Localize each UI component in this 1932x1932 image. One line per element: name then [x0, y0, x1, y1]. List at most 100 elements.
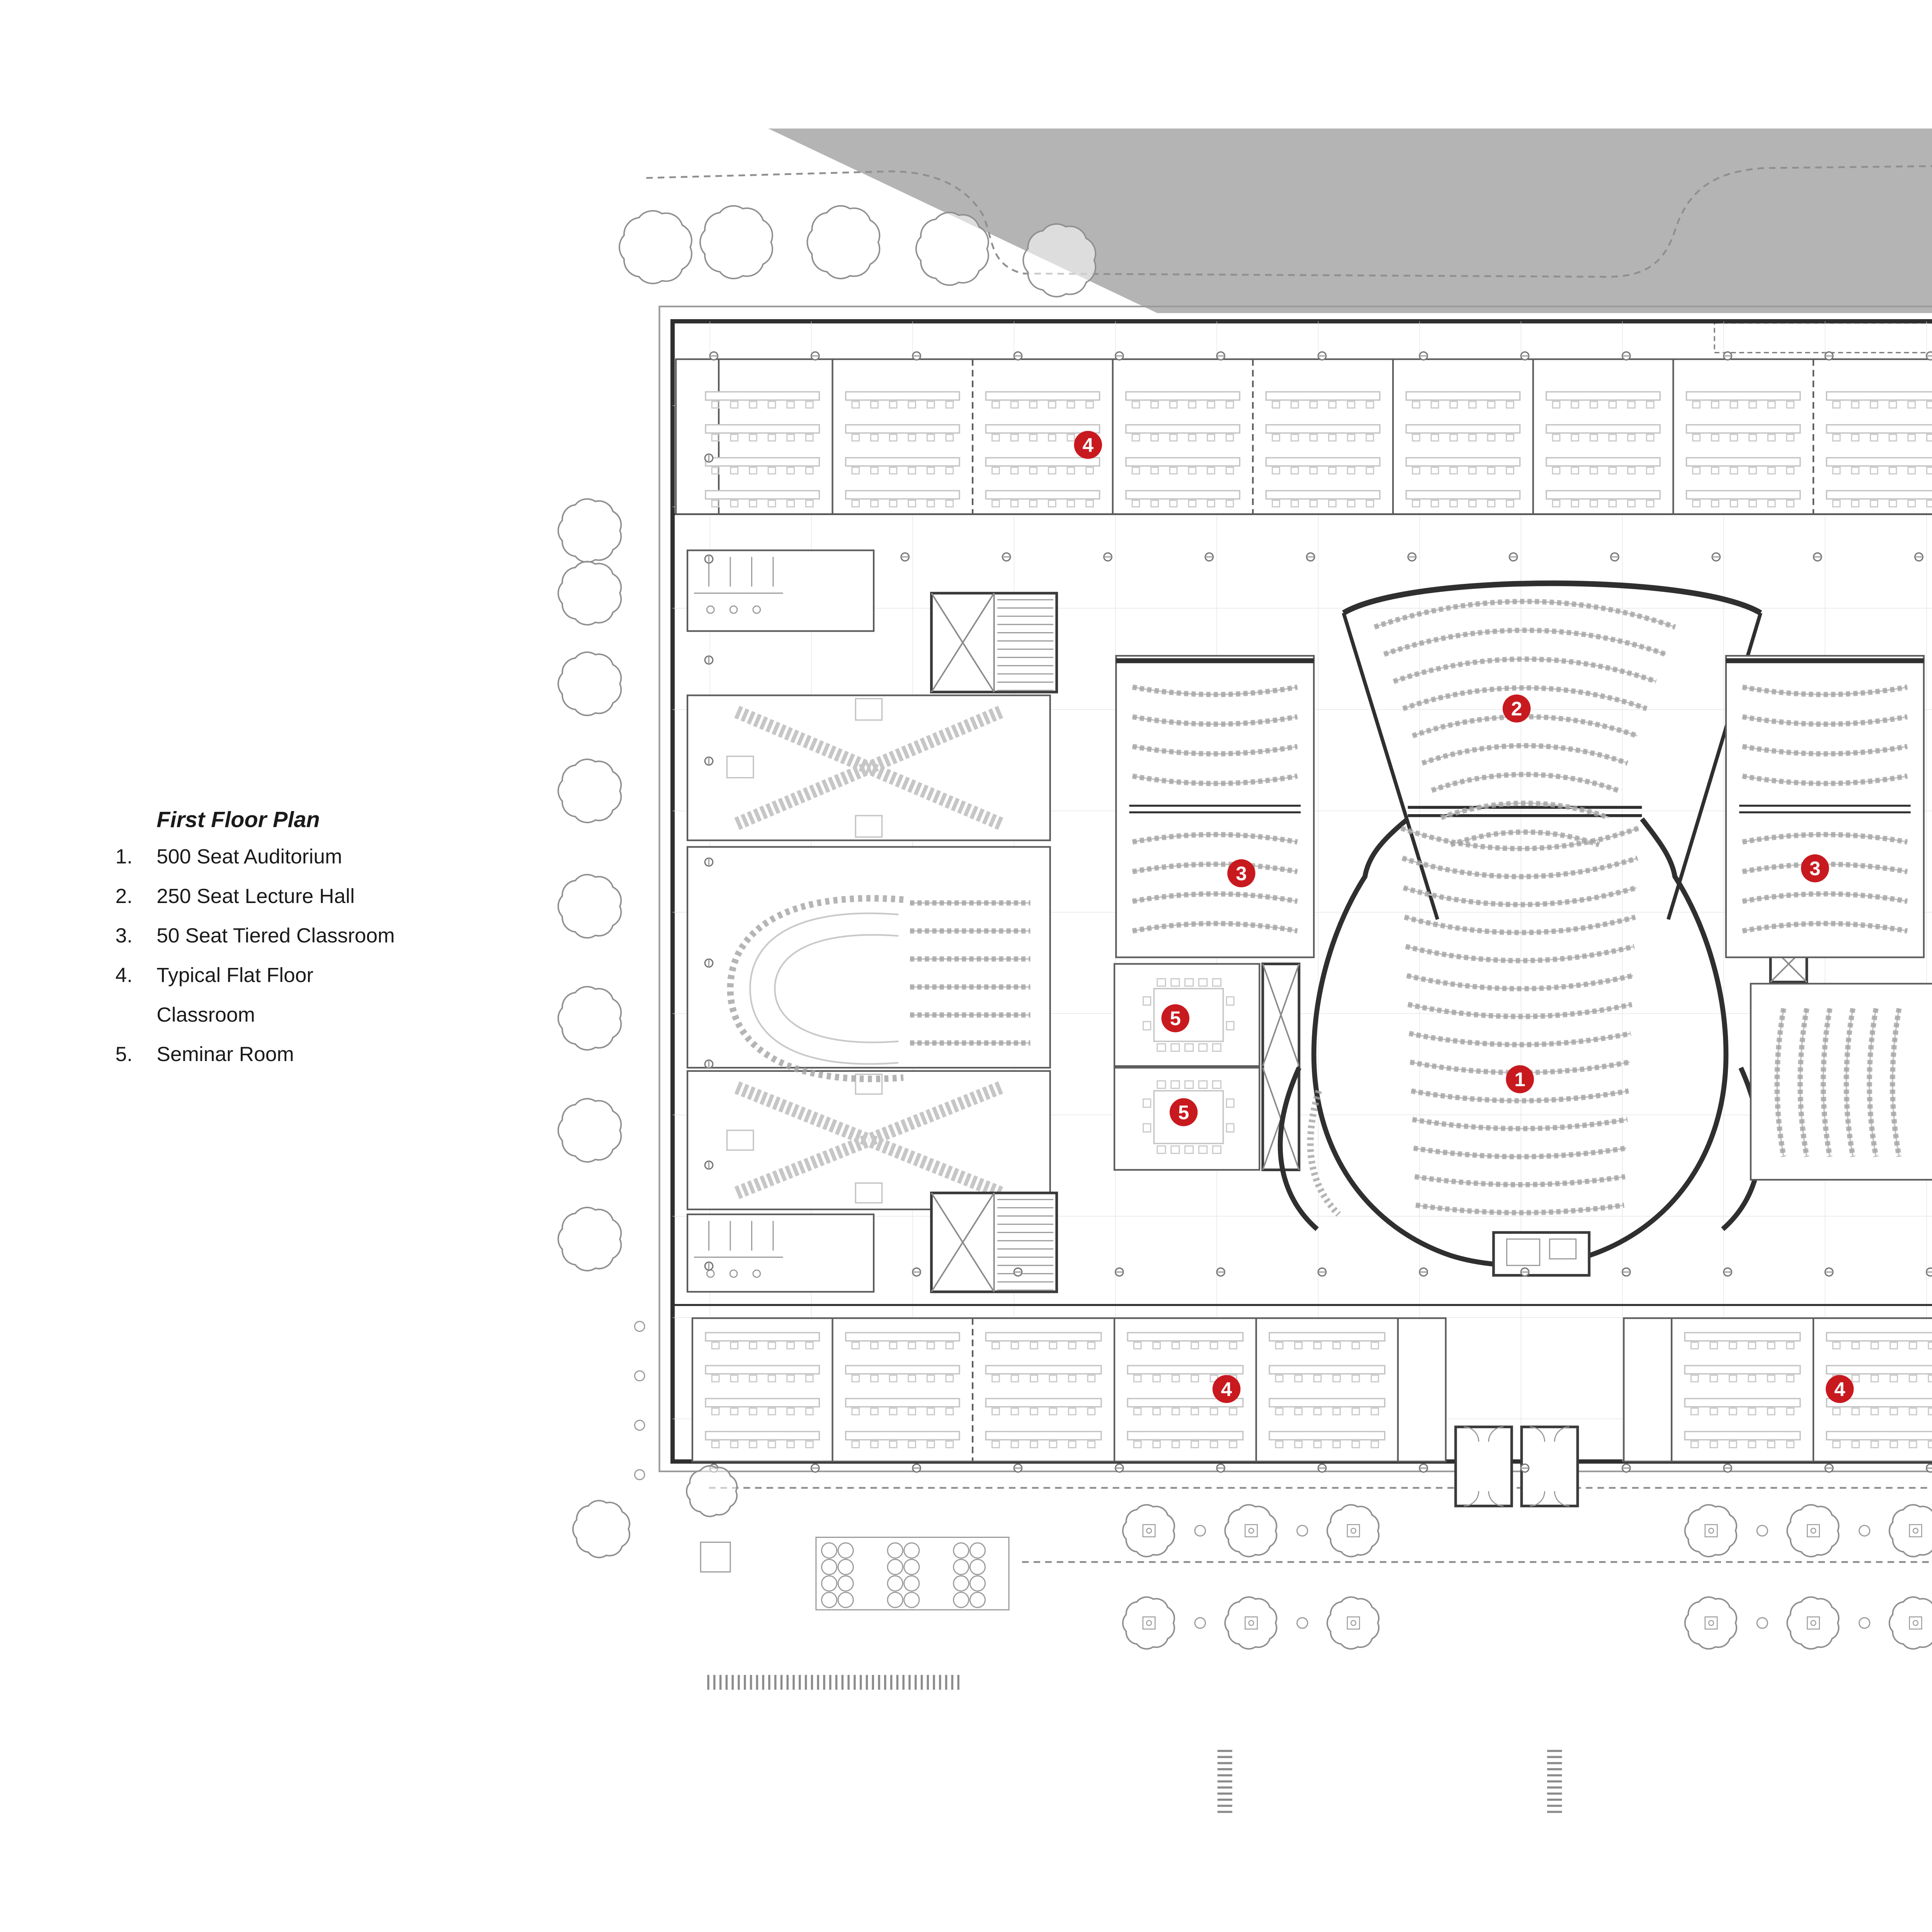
- chair: [1049, 1407, 1058, 1415]
- tree-icon: [1684, 1504, 1737, 1558]
- seat-row: [1774, 1008, 1786, 1157]
- chair: [1048, 466, 1056, 474]
- chair: [1131, 434, 1140, 442]
- chair: [1907, 401, 1916, 409]
- marker-number: 1: [1514, 1068, 1525, 1090]
- chair: [1889, 1440, 1898, 1449]
- chair: [889, 1342, 898, 1350]
- chair: [1133, 1440, 1142, 1449]
- chair: [1870, 466, 1878, 474]
- desk-table: [845, 424, 960, 434]
- chair: [730, 466, 739, 474]
- column-grid-bubbles: [704, 351, 1932, 1473]
- chair: [1870, 1440, 1879, 1449]
- desk-table: [1546, 457, 1661, 467]
- chair: [945, 466, 954, 474]
- chair: [748, 1407, 757, 1415]
- chair: [1150, 466, 1159, 474]
- seat-row: [1132, 684, 1298, 697]
- chair: [1506, 500, 1514, 508]
- chair: [1608, 434, 1617, 442]
- seat-row: [1431, 772, 1619, 793]
- chair: [1188, 466, 1197, 474]
- entry-door-swings-bottom: [1464, 1491, 1570, 1507]
- chair: [1851, 1374, 1860, 1383]
- chair: [1225, 401, 1234, 409]
- chair: [991, 1440, 1000, 1449]
- chair: [926, 1342, 935, 1350]
- legend-label-1: 500 Seat Auditorium: [156, 845, 342, 868]
- chair: [711, 1342, 720, 1350]
- chair: [786, 434, 795, 442]
- fixture: [752, 605, 761, 614]
- chair: [1275, 1374, 1284, 1383]
- chair: [1646, 500, 1655, 508]
- tree-icon: [558, 652, 621, 715]
- chair: [767, 401, 776, 409]
- chair: [1351, 1407, 1360, 1415]
- desk-table: [1826, 457, 1932, 467]
- chair: [908, 434, 917, 442]
- chair: [1275, 1342, 1284, 1350]
- seat-row: [1742, 714, 1908, 727]
- chair: [1487, 434, 1496, 442]
- chair: [1085, 466, 1094, 474]
- desk-table: [845, 1398, 960, 1408]
- chair: [1832, 434, 1841, 442]
- seat-row: [1400, 825, 1640, 851]
- cafe-table: [1756, 1525, 1768, 1537]
- chair: [908, 401, 917, 409]
- chair: [1085, 401, 1094, 409]
- chair: [1131, 466, 1140, 474]
- chair: [1728, 1342, 1737, 1350]
- seat-row: [1742, 743, 1908, 757]
- seat-row: [1393, 656, 1657, 684]
- seat-row: [1797, 1008, 1810, 1157]
- vestibule-left: [1454, 1425, 1513, 1507]
- shrub: [837, 1592, 854, 1608]
- demo-bench-right-classroom: [1739, 804, 1911, 813]
- chair: [1728, 1440, 1737, 1449]
- tree-icon: [1224, 1596, 1277, 1650]
- chair: [1589, 500, 1598, 508]
- chair: [1229, 1407, 1238, 1415]
- chair: [1690, 1440, 1699, 1449]
- chair: [1010, 500, 1019, 508]
- chair: [991, 500, 1000, 508]
- marker-number: 3: [1810, 857, 1820, 879]
- desk-table: [985, 1332, 1102, 1342]
- chair: [711, 466, 720, 474]
- chair: [1131, 401, 1140, 409]
- chair: [805, 1342, 814, 1350]
- chair: [851, 1374, 860, 1383]
- chair: [1552, 434, 1561, 442]
- chair: [1010, 1440, 1019, 1449]
- chair: [1085, 500, 1094, 508]
- seat-row: [1412, 1117, 1628, 1131]
- chair: [1169, 466, 1178, 474]
- seat-row: [1844, 1008, 1856, 1157]
- chair: [1275, 1440, 1284, 1449]
- chair: [851, 466, 860, 474]
- seat-row: [1132, 743, 1298, 757]
- seat-row: [1867, 1008, 1879, 1157]
- chair: [1207, 500, 1215, 508]
- chair: [889, 1374, 898, 1383]
- tree-icon: [1888, 1596, 1932, 1650]
- tree-icon: [1326, 1596, 1380, 1650]
- chair: [1066, 466, 1075, 474]
- desk-table: [705, 1431, 820, 1440]
- chair: [1571, 500, 1579, 508]
- cafe-table: [634, 1469, 645, 1480]
- chair: [1767, 1374, 1776, 1383]
- chair: [1748, 1342, 1757, 1350]
- room-marker: 4: [1825, 1375, 1854, 1403]
- chair: [1709, 1374, 1718, 1383]
- desk-table: [705, 391, 820, 401]
- chair: [991, 1407, 1000, 1415]
- chair: [1029, 1342, 1038, 1350]
- chair: [1430, 434, 1439, 442]
- chair: [1851, 434, 1860, 442]
- chair: [805, 1440, 814, 1449]
- chair: [1926, 434, 1932, 442]
